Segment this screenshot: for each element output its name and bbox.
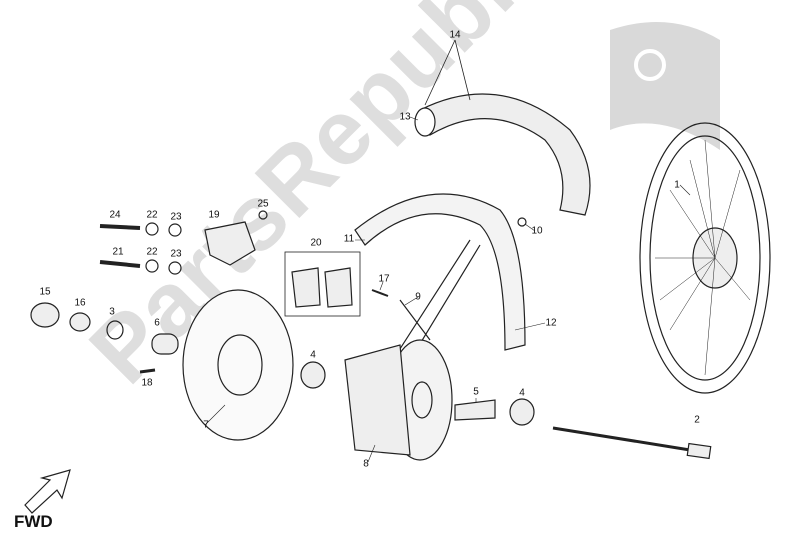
leader-14: [424, 39, 471, 106]
washer-22: [145, 259, 159, 273]
wheel: [639, 122, 771, 394]
bearing-4b: [509, 398, 535, 426]
callout-10: 10: [531, 225, 543, 237]
callout-9: 9: [415, 291, 421, 303]
callout-13: 13: [399, 111, 411, 123]
bolt-24: [99, 224, 141, 230]
callout-17: 17: [378, 273, 390, 285]
callout-4b: 4: [519, 387, 525, 399]
screw-17: [371, 289, 389, 297]
callout-23: 23: [170, 211, 182, 223]
callout-18: 18: [141, 377, 153, 389]
brake-pad: [324, 267, 353, 308]
screw-18: [139, 368, 156, 374]
callout-16: 16: [74, 297, 86, 309]
screw-10: [517, 217, 527, 227]
fwd-label: FWD: [14, 512, 53, 531]
pads-box: [284, 251, 361, 317]
callout-14: 14: [449, 29, 461, 41]
bolt-21: [99, 260, 141, 268]
bearing-3: [106, 320, 124, 340]
nut-23: [168, 223, 182, 237]
axle: [552, 426, 691, 452]
callout-1: 1: [674, 179, 680, 191]
nut-23: [168, 261, 182, 275]
callout-20: 20: [310, 237, 322, 249]
washer-22: [145, 222, 159, 236]
logo-flag-icon: [610, 22, 720, 150]
nut-16: [69, 312, 91, 332]
callout-3: 3: [109, 306, 115, 318]
gear-icon: [634, 49, 666, 81]
spacer-5: [454, 399, 496, 421]
callout-19: 19: [208, 209, 220, 221]
bleeder-25: [258, 210, 268, 220]
brake-disc: [182, 289, 294, 441]
wheel-spokes: [655, 139, 751, 376]
fender: [354, 193, 526, 351]
hub-body: [344, 344, 411, 456]
callout-21: 21: [112, 246, 124, 258]
callout-15: 15: [39, 286, 51, 298]
callout-23b: 23: [170, 248, 182, 260]
nut-15: [30, 302, 60, 328]
brake-caliper: [204, 221, 256, 266]
fwd-arrow-icon: [24, 469, 71, 514]
callout-5: 5: [473, 386, 479, 398]
spacer-6: [151, 333, 179, 355]
callout-4: 4: [310, 349, 316, 361]
callout-22b: 22: [146, 246, 158, 258]
callout-7: 7: [203, 419, 209, 431]
tire-end: [414, 107, 436, 137]
callout-22: 22: [146, 209, 158, 221]
callout-8: 8: [363, 458, 369, 470]
callout-12: 12: [545, 317, 557, 329]
leader-lines: [204, 116, 691, 463]
bearing-4: [300, 361, 326, 389]
callout-11: 11: [343, 233, 355, 245]
callout-25: 25: [257, 198, 269, 210]
axle-head: [686, 442, 712, 460]
callout-24: 24: [109, 209, 121, 221]
callout-6: 6: [154, 317, 160, 329]
brake-pad: [291, 267, 321, 308]
callout-2: 2: [694, 414, 700, 426]
tire: [419, 93, 591, 216]
